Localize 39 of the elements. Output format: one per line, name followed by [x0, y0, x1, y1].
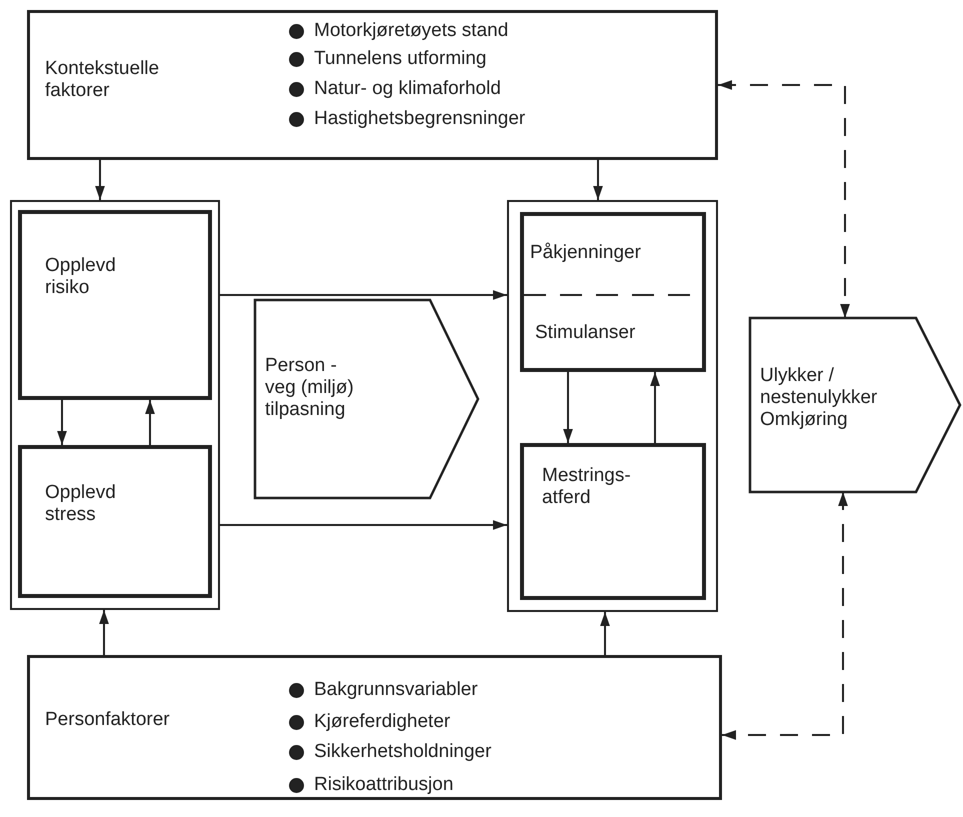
arrow — [99, 610, 109, 655]
dashed-arrow — [722, 492, 848, 740]
arrow — [563, 372, 573, 443]
list-item: Bakgrunnsvariabler — [314, 679, 478, 701]
process-box — [520, 443, 706, 600]
pentagon-arrow-box — [255, 300, 478, 498]
box-label: Opplevd risiko — [45, 255, 117, 299]
dashed-arrow — [718, 80, 850, 318]
list-item: Tunnelens utforming — [314, 48, 487, 70]
list-item: Kjøreferdigheter — [314, 711, 450, 733]
list-item: Motorkjøretøyets stand — [314, 20, 508, 42]
list-item: Hastighetsbegrensninger — [314, 108, 526, 130]
list-item: Risikoattribusjon — [314, 774, 454, 796]
box-label: Kontekstuelle faktorer — [45, 58, 160, 102]
arrow — [145, 400, 155, 445]
box-label: Ulykker / nestenulykker Omkjøring — [760, 365, 878, 431]
box-label: Stimulanser — [535, 322, 636, 344]
list-item: Natur- og klimaforhold — [314, 78, 501, 100]
group-box — [10, 200, 220, 610]
arrow — [220, 520, 507, 530]
box-label: Mestrings- atferd — [542, 465, 632, 509]
box-label: Person - veg (miljø) tilpasning — [265, 355, 355, 421]
arrow — [650, 372, 660, 443]
box-label: Opplevd stress — [45, 482, 117, 526]
arrow — [593, 160, 603, 200]
arrow — [600, 612, 610, 655]
arrow — [220, 290, 507, 300]
arrow — [95, 160, 105, 200]
process-box — [520, 212, 706, 372]
factor-box — [27, 655, 722, 800]
factor-box — [27, 10, 718, 160]
process-box — [18, 445, 212, 598]
process-box — [18, 210, 212, 400]
list-item: Sikkerhetsholdninger — [314, 741, 492, 763]
arrow — [57, 400, 67, 445]
group-box — [507, 200, 718, 612]
box-label: Påkjenninger — [530, 242, 642, 264]
box-label: Personfaktorer — [45, 709, 171, 731]
pentagon-arrow-box — [750, 318, 960, 492]
